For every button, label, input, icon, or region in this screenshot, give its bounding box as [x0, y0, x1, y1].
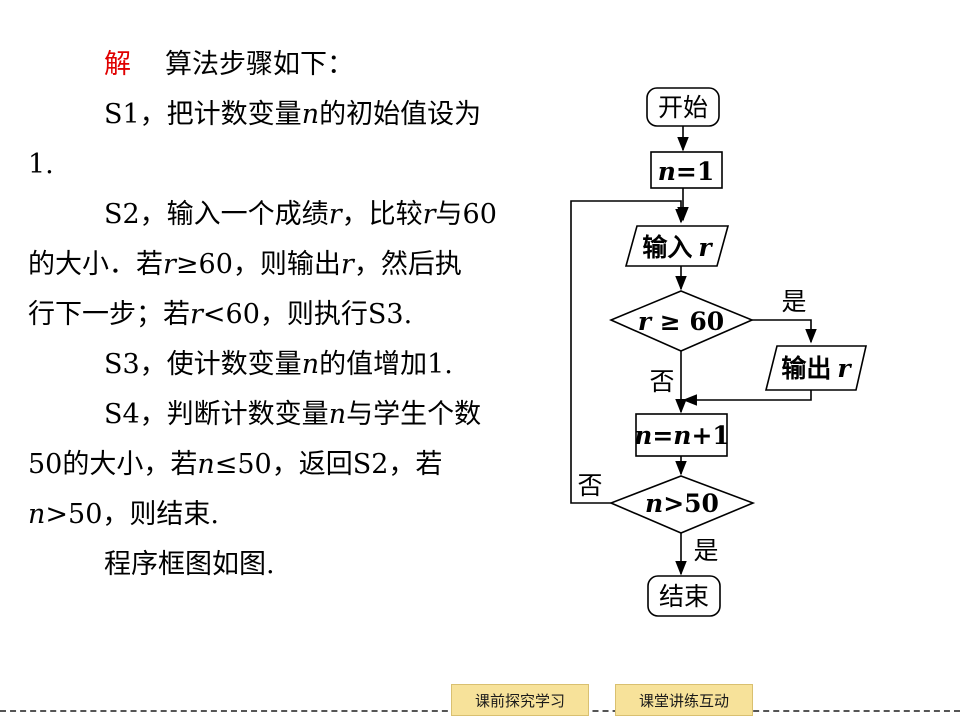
step-s2-cont2: 行下一步；若r<60，则执行S3.: [28, 290, 548, 340]
init-process: [650, 151, 723, 189]
step-s4-text: S4，判断计数变量: [104, 399, 329, 430]
variable-r: r: [422, 199, 436, 230]
end-label: 结束: [659, 582, 709, 611]
flow-arrow: [682, 390, 812, 406]
decision1-cond: ≥ 60: [651, 307, 724, 336]
conclusion-text: 程序框图如图.: [104, 549, 275, 580]
step-s4: S4，判断计数变量n与学生个数: [28, 390, 548, 440]
nav-in-class-button[interactable]: 课堂讲练互动: [615, 684, 753, 716]
variable-n: n: [28, 499, 46, 530]
step-s2-text: ，比较: [341, 199, 423, 230]
solution-text: 解算法步骤如下： S1，把计数变量n的初始值设为 1. S2，输入一个成绩r，比…: [28, 40, 548, 590]
input-text: 输入: [642, 233, 692, 262]
output-text: 输出: [781, 354, 831, 383]
decision2-var: n: [645, 489, 663, 518]
output-parallelogram: [764, 345, 868, 391]
step-s4-text: ≤50，返回S2，若: [214, 449, 443, 480]
variable-r: r: [340, 249, 354, 280]
increment-label: n=n+1: [634, 421, 730, 450]
decision1-var: r: [638, 307, 653, 336]
no2-label: 否: [577, 471, 602, 500]
flow-arrow-loop: [570, 200, 687, 504]
yes2-label: 是: [693, 536, 718, 565]
decision2-cond: >50: [663, 489, 719, 518]
output-var: r: [837, 354, 852, 383]
variable-r: r: [328, 199, 342, 230]
nav-pre-class-button[interactable]: 课前探究学习: [451, 684, 589, 716]
step-s3-text: S3，使计数变量: [104, 349, 302, 380]
variable-n: n: [328, 399, 347, 430]
flow-arrow-yes: [752, 319, 817, 344]
step-s2-text: ≥60，则输出: [175, 249, 341, 280]
init-label: n=1: [658, 157, 715, 186]
input-var: r: [698, 233, 713, 262]
step-s1-text: 的初始值设为: [319, 99, 482, 130]
variable-n: n: [301, 349, 320, 380]
conclusion: 程序框图如图.: [28, 540, 548, 590]
variable-r: r: [190, 299, 203, 330]
step-s4-cont2: n>50，则结束.: [28, 490, 548, 540]
step-s4-text: >50，则结束.: [45, 499, 219, 530]
step-s3-text: 的值增加1.: [319, 349, 453, 380]
step-s1-cont: 1.: [28, 140, 548, 190]
increment-eq: =: [652, 421, 673, 450]
step-s1-text: 1.: [28, 149, 54, 180]
init-value: =1: [676, 157, 714, 186]
increment-value: +1: [691, 421, 729, 450]
step-s2-text: 与60: [435, 199, 497, 230]
yes1-label: 是: [781, 287, 806, 316]
variable-r: r: [163, 249, 176, 280]
increment-var: n: [673, 421, 691, 450]
step-s2: S2，输入一个成绩r，比较r与60: [28, 190, 548, 240]
input-parallelogram: [624, 225, 730, 267]
step-s2-text: 的大小．若: [28, 249, 163, 280]
step-s3: S3，使计数变量n的值增加1.: [28, 340, 548, 390]
variable-n: n: [301, 99, 320, 130]
solution-heading-line: 解 算法步骤如下：: [28, 40, 548, 90]
step-s1: S1，把计数变量n的初始值设为: [28, 90, 548, 140]
decision1-label: r ≥ 60: [638, 307, 724, 336]
start-label: 开始: [658, 93, 708, 122]
step-s4-cont: 50的大小，若n≤50，返回S2，若: [28, 440, 548, 490]
step-s2-text: <60，则执行S3.: [202, 299, 413, 330]
init-var: n: [658, 157, 676, 186]
no1-label: 否: [649, 367, 674, 396]
decision2-label: n>50: [645, 489, 719, 518]
step-s1-text: S1，把计数变量: [104, 99, 302, 130]
solution-heading: 算法步骤如下：: [165, 49, 354, 80]
solution-label: 解: [104, 49, 131, 80]
increment-var: n: [634, 421, 652, 450]
end-terminal: [647, 575, 721, 617]
step-s4-text: 50的大小，若: [28, 449, 198, 480]
step-s2-text: 行下一步；若: [28, 299, 190, 330]
variable-n: n: [197, 449, 215, 480]
step-s4-text: 与学生个数: [346, 399, 482, 430]
step-s2-text: ，然后执: [353, 249, 462, 280]
step-s2-cont: 的大小．若r≥60，则输出r，然后执: [28, 240, 548, 290]
step-s2-text: S2，输入一个成绩: [104, 199, 329, 230]
